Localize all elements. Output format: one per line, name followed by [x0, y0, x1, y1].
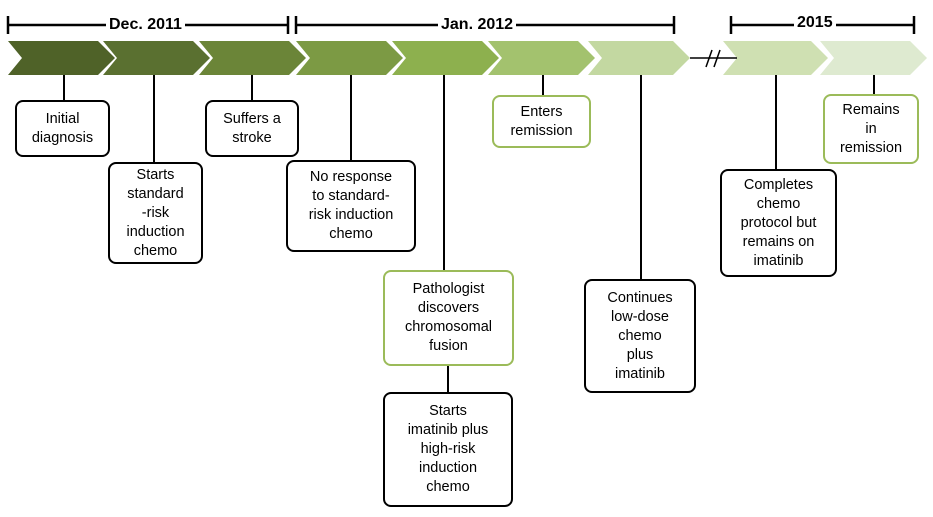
period-label-dec-2011: Dec. 2011 — [106, 16, 185, 34]
axis-break-icon — [690, 49, 737, 68]
event-starts-standard-risk-induction: Starts standard -risk induction chemo — [108, 162, 203, 264]
event-no-response: No response to standard- risk induction … — [286, 160, 416, 252]
chevron-band — [8, 41, 927, 75]
period-label-jan-2012: Jan. 2012 — [438, 16, 517, 34]
chevron-segment-6 — [488, 41, 595, 75]
chevron-segment-7 — [588, 41, 690, 75]
event-starts-imatinib-high-risk: Starts imatinib plus high-risk induction… — [383, 392, 513, 507]
chevron-segment-4 — [296, 41, 403, 75]
chevron-segment-3 — [199, 41, 306, 75]
event-enters-remission: Enters remission — [492, 95, 591, 148]
chevron-segment-1 — [8, 41, 115, 75]
event-remains-in-remission: Remains in remission — [823, 94, 919, 164]
period-label-2015: 2015 — [794, 14, 836, 32]
event-suffers-stroke: Suffers a stroke — [205, 100, 299, 157]
chevron-segment-2 — [103, 41, 210, 75]
event-completes-chemo-protocol: Completes chemo protocol but remains on … — [720, 169, 837, 277]
event-continues-low-dose-chemo: Continues low-dose chemo plus imatinib — [584, 279, 696, 393]
connector-lines — [63, 75, 875, 393]
chevron-segment-8 — [723, 41, 828, 75]
chevron-segment-9 — [820, 41, 927, 75]
event-pathologist-discovers-fusion: Pathologist discovers chromosomal fusion — [383, 270, 514, 366]
event-initial-diagnosis: Initial diagnosis — [15, 100, 110, 157]
chevron-segment-5 — [392, 41, 499, 75]
